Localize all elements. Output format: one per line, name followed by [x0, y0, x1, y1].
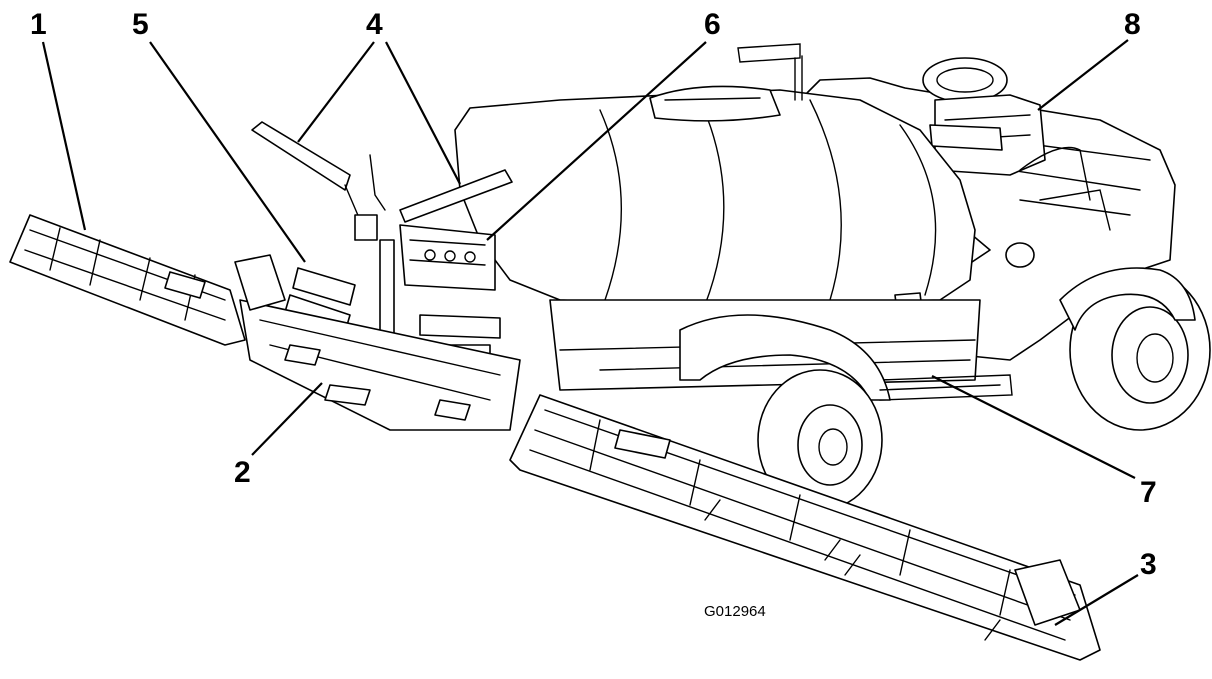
leader-line-2 — [251, 382, 323, 456]
lower-frame — [879, 384, 1001, 391]
control-valve-block — [399, 224, 496, 291]
seat-and-steering — [922, 57, 1111, 268]
callout-numbers: 1 2 3 4 5 6 7 8 — [30, 8, 1157, 581]
spray-tank — [454, 43, 976, 313]
center-boom — [234, 254, 521, 431]
front-wheel — [679, 314, 891, 511]
callout-3: 3 — [1140, 548, 1157, 581]
leader-line-1 — [41, 41, 87, 231]
leader-lines — [41, 39, 1139, 626]
left-boom — [9, 214, 246, 346]
leader-line-5 — [149, 41, 306, 263]
leader-line-3 — [1054, 574, 1139, 626]
callout-6: 6 — [704, 8, 721, 41]
leader-line-7 — [931, 375, 1136, 479]
figure-id: G012964 — [704, 603, 766, 620]
callout-4: 4 — [366, 8, 383, 41]
callout-1: 1 — [30, 8, 47, 41]
callout-5: 5 — [132, 8, 149, 41]
leader-line-4b — [385, 41, 461, 185]
right-boom — [509, 394, 1101, 661]
leader-line-6 — [486, 41, 707, 241]
callout-8: 8 — [1124, 8, 1141, 41]
sprayer-illustration — [9, 43, 1211, 661]
leader-line-8 — [1037, 39, 1129, 111]
callout-2: 2 — [234, 456, 251, 489]
callout-7: 7 — [1140, 476, 1157, 509]
leader-line-4a — [297, 41, 375, 143]
